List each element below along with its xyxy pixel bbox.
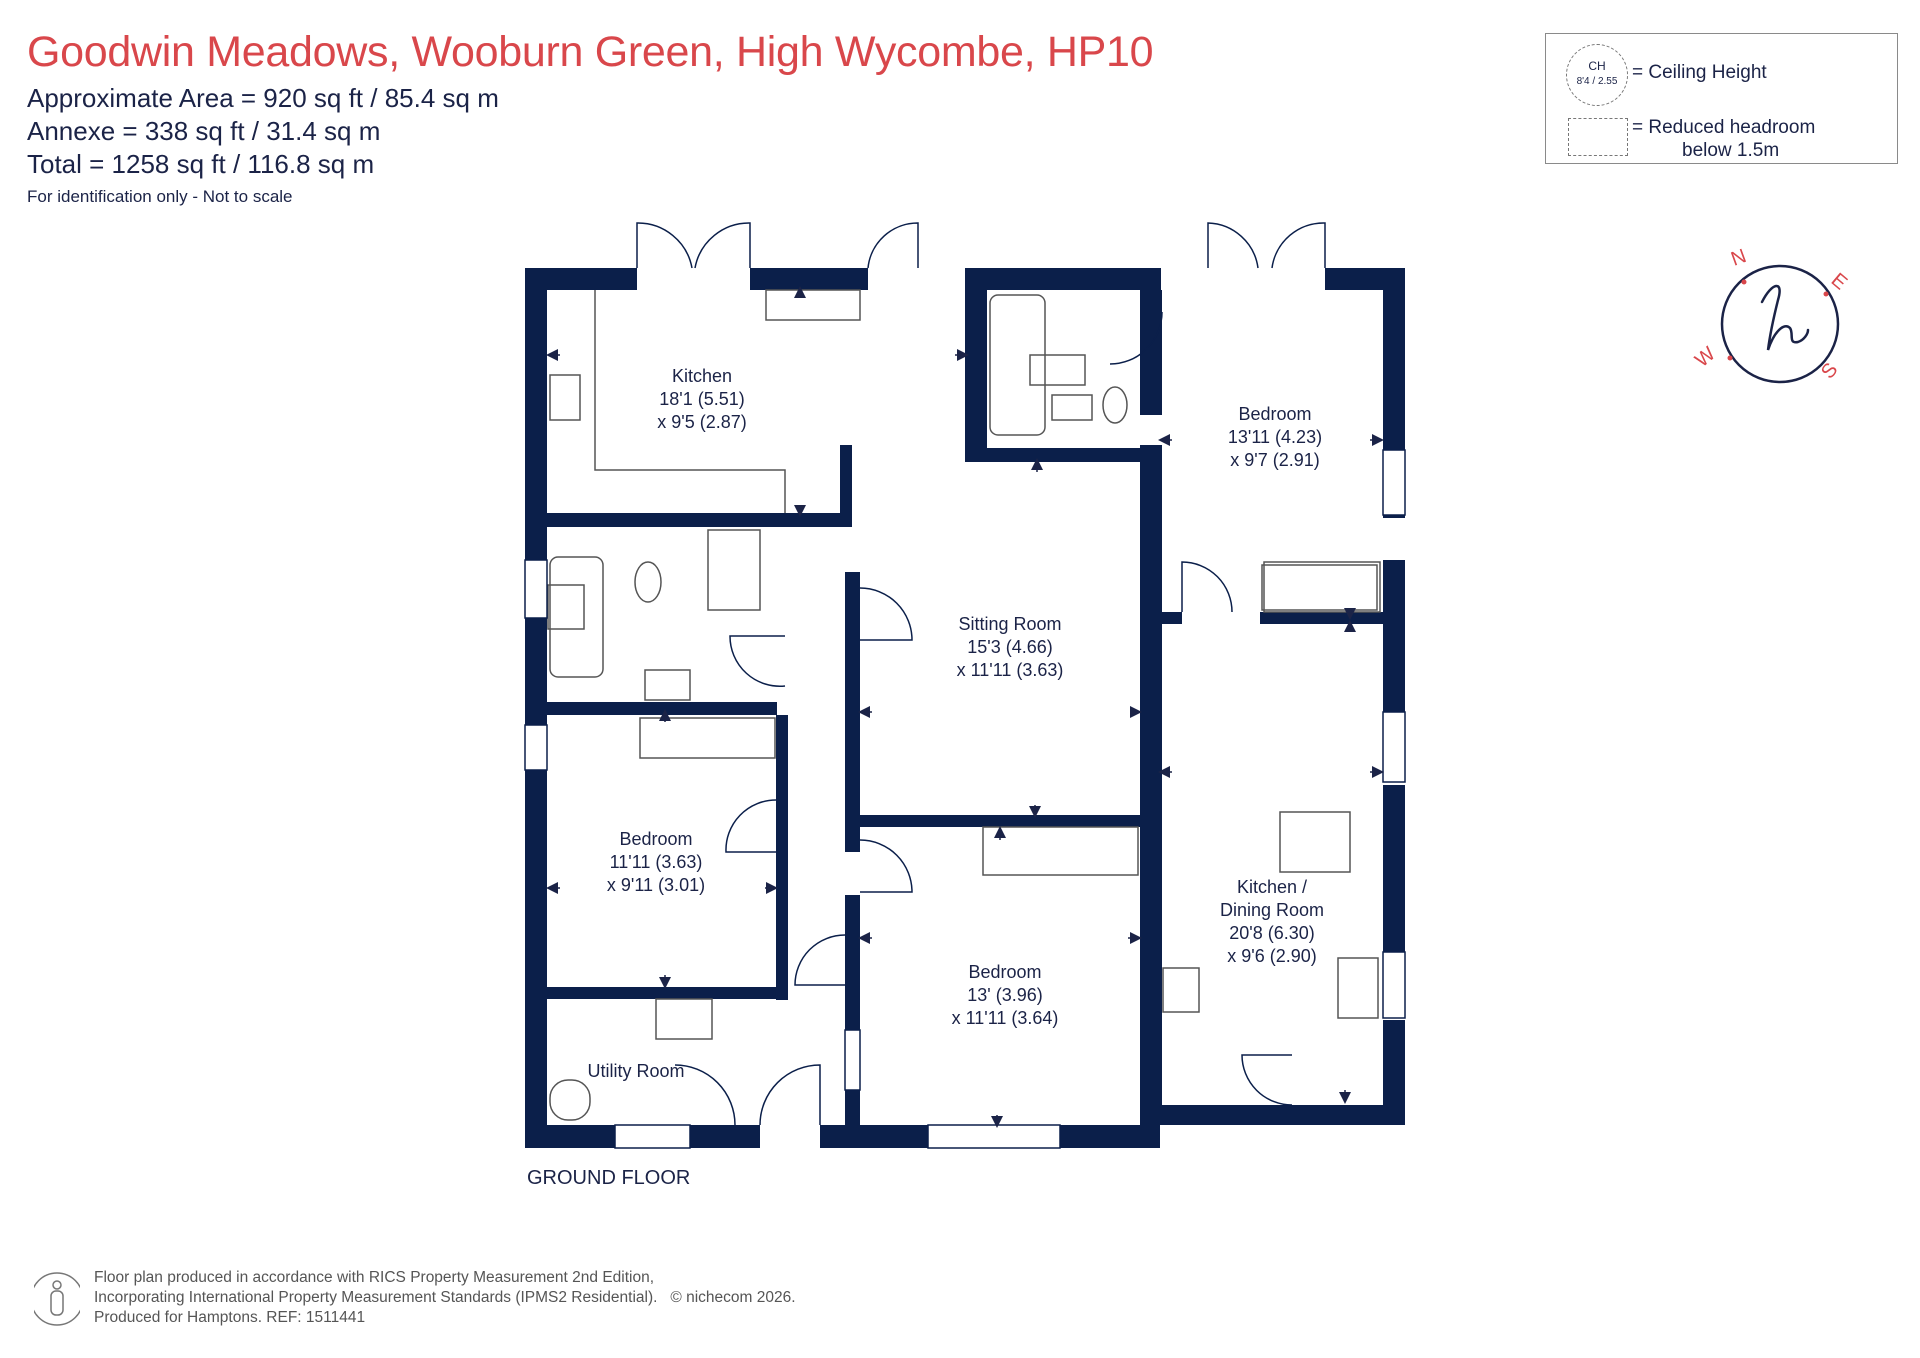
legend-box: CH 8'4 / 2.55 = Ceiling Height = Reduced…	[1545, 33, 1898, 164]
reduced-headroom-label: = Reduced headroom	[1632, 117, 1816, 138]
room-kitchen-name: Kitchen	[672, 366, 732, 386]
dimension-arrows	[546, 286, 1384, 1128]
room-bedroom-w-dim2: x 9'11 (3.01)	[607, 875, 705, 895]
reduced-headroom-sublabel: below 1.5m	[1682, 140, 1780, 161]
room-bedroom-s-dim2: x 11'11 (3.64)	[952, 1008, 1059, 1028]
walls	[525, 268, 1405, 1148]
logo-h-mark	[1760, 284, 1810, 351]
room-bedroom-w-dim1: 11'11 (3.63)	[610, 852, 703, 872]
room-kitchen-dim2: x 9'5 (2.87)	[657, 412, 746, 432]
compass-dot	[1727, 355, 1733, 361]
compass-dot	[1823, 291, 1829, 297]
approximate-area: Approximate Area = 920 sq ft / 85.4 sq m	[27, 83, 499, 113]
room-sitting-dim2: x 11'11 (3.63)	[957, 660, 1064, 680]
ceiling-height-symbol: CH 8'4 / 2.55	[1566, 44, 1628, 106]
identification-note: For identification only - Not to scale	[27, 187, 293, 206]
room-sitting-dim1: 15'3 (4.66)	[967, 637, 1053, 657]
room-kitchen-dining-dim1: 20'8 (6.30)	[1229, 923, 1315, 943]
ch-value: 8'4 / 2.55	[1576, 76, 1618, 87]
footer-line-2: Incorporating International Property Mea…	[94, 1289, 658, 1306]
room-sitting-name: Sitting Room	[958, 614, 1061, 634]
annexe-area: Annexe = 338 sq ft / 31.4 sq m	[27, 116, 381, 146]
room-bedroom-w-name: Bedroom	[619, 829, 692, 849]
ceiling-height-label: = Ceiling Height	[1632, 62, 1767, 83]
footer-line-1: Floor plan produced in accordance with R…	[94, 1269, 655, 1286]
room-kitchen-dining-name2: Dining Room	[1220, 900, 1324, 920]
room-bedroom-s-dim1: 13' (3.96)	[967, 985, 1042, 1005]
room-bedroom-s-name: Bedroom	[968, 962, 1041, 982]
footer-line-3: Produced for Hamptons. REF: 1511441	[94, 1309, 366, 1326]
room-kitchen-dim1: 18'1 (5.51)	[659, 389, 745, 409]
compass-logo: N E S W	[1691, 245, 1851, 384]
room-bedroom-ne-name: Bedroom	[1238, 404, 1311, 424]
room-bedroom-ne-dim2: x 9'7 (2.91)	[1230, 450, 1319, 470]
room-utility-name: Utility Room	[587, 1061, 684, 1081]
footer-note: Floor plan produced in accordance with R…	[94, 1268, 796, 1328]
footer-copyright: © nichecom 2026.	[670, 1289, 796, 1306]
compass-ring	[1720, 264, 1840, 384]
room-labels: Kitchen 18'1 (5.51) x 9'5 (2.87) Sitting…	[587, 366, 1324, 1081]
floor-label: GROUND FLOOR	[527, 1167, 691, 1189]
total-area: Total = 1258 sq ft / 116.8 sq m	[27, 149, 375, 179]
windows	[524, 449, 1406, 1149]
room-bedroom-ne-dim1: 13'11 (4.23)	[1228, 427, 1322, 447]
compass-n: N	[1728, 245, 1749, 271]
room-kitchen-dining-dim2: x 9'6 (2.90)	[1227, 946, 1316, 966]
page-title: Goodwin Meadows, Wooburn Green, High Wyc…	[27, 28, 1154, 76]
ch-label: CH	[1588, 59, 1606, 73]
person-scale-icon	[34, 1272, 80, 1326]
room-kitchen-dining-name1: Kitchen /	[1237, 877, 1307, 897]
footer-line-2-row: Incorporating International Property Mea…	[94, 1288, 796, 1308]
doors	[636, 222, 1326, 1126]
fixtures	[547, 289, 1381, 1121]
compass-dot	[1741, 279, 1747, 285]
reduced-headroom-symbol	[1568, 118, 1628, 156]
